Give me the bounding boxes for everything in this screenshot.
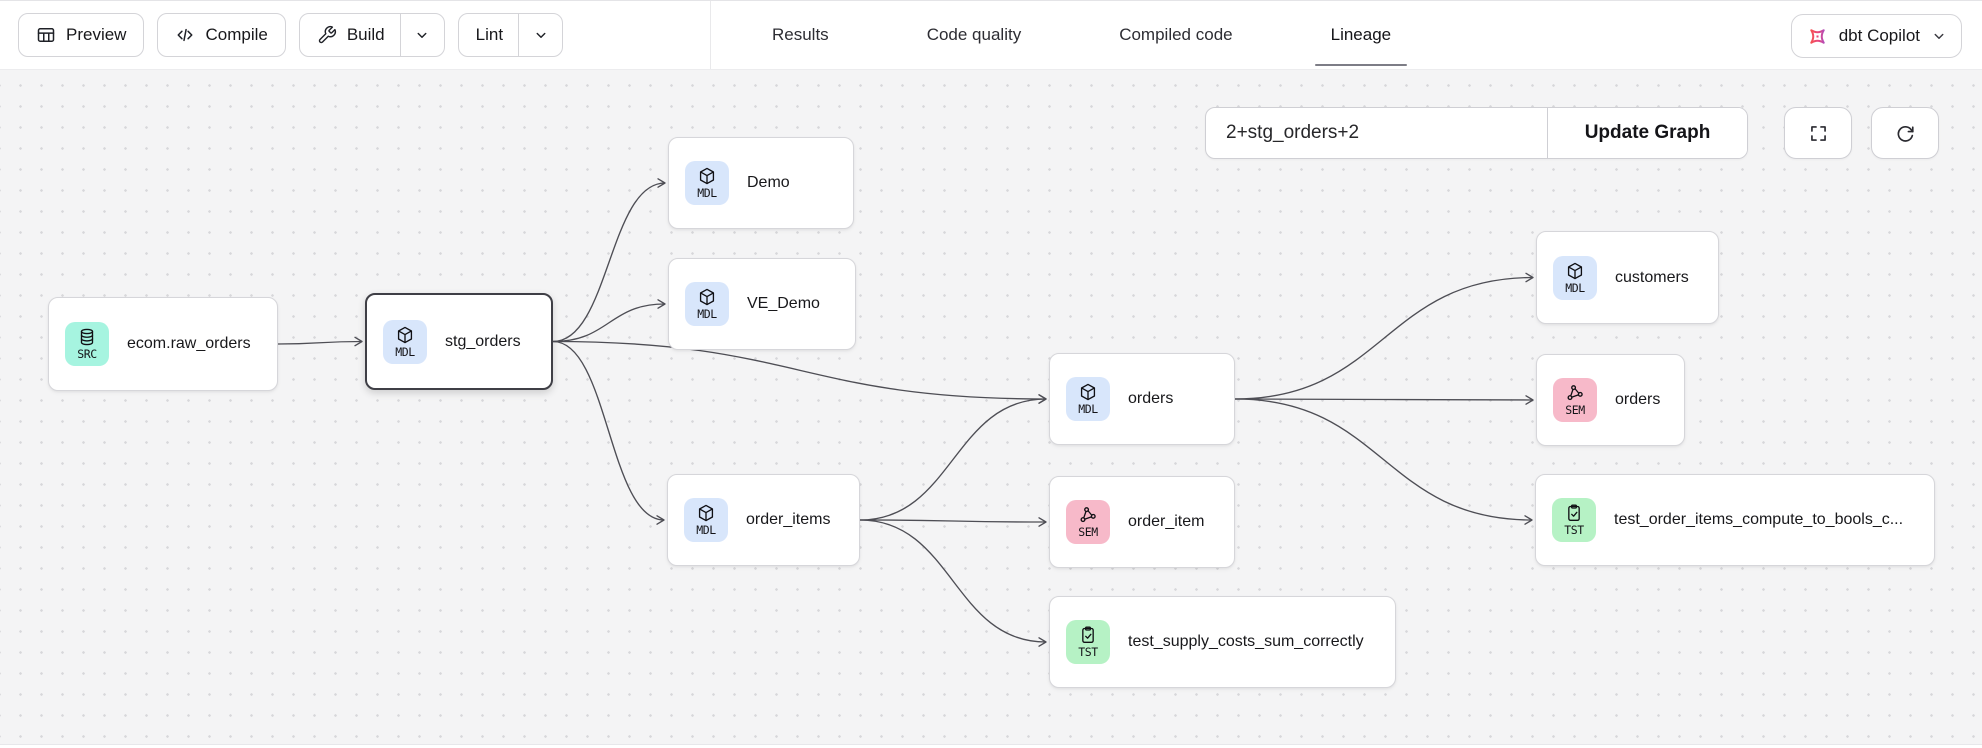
node-ve-demo[interactable]: MDL VE_Demo (668, 258, 856, 350)
edge-orders-mdl-to-orders-sem (1234, 395, 1534, 405)
cube-icon: MDL (685, 161, 729, 205)
node-label: orders (1128, 390, 1174, 407)
build-dropdown-button[interactable] (399, 14, 444, 56)
tab-lineage[interactable]: Lineage (1314, 1, 1408, 69)
clipboard-check-icon: TST (1066, 620, 1110, 664)
edge-order-items-to-test-supply-costs (859, 519, 1047, 647)
edge-orders-mdl-to-test-order-items (1234, 398, 1533, 525)
node-type-code: MDL (1565, 280, 1585, 295)
dbt-copilot-button[interactable]: dbt Copilot (1790, 14, 1962, 58)
wrench-icon (318, 25, 336, 44)
model-selector-group: Update Graph (1205, 107, 1748, 159)
fullscreen-button[interactable] (1784, 107, 1852, 159)
node-orders-sem[interactable]: SEM orders (1536, 354, 1685, 446)
node-type-code: MDL (697, 307, 717, 322)
node-label: order_item (1128, 513, 1205, 530)
node-type-code: MDL (395, 344, 415, 359)
cube-icon: MDL (684, 498, 728, 542)
node-ecom-raw-orders[interactable]: SRC ecom.raw_orders (48, 297, 278, 391)
cube-icon: MDL (1066, 377, 1110, 421)
node-type-code: MDL (697, 186, 717, 201)
model-selector-input[interactable] (1206, 108, 1547, 158)
node-order-items[interactable]: MDL order_items (667, 474, 860, 566)
node-stg-orders[interactable]: MDL stg_orders (365, 293, 553, 390)
node-type-code: TST (1564, 523, 1584, 538)
node-orders-mdl[interactable]: MDL orders (1049, 353, 1235, 445)
lint-button[interactable]: Lint (459, 14, 518, 56)
chevron-down-icon (1934, 33, 1944, 39)
semantic-graph-icon: SEM (1553, 378, 1597, 422)
node-type-code: TST (1078, 645, 1098, 660)
preview-button-label: Preview (66, 25, 127, 44)
edge-stg-orders-to-demo (552, 178, 666, 343)
dbt-copilot-label: dbt Copilot (1838, 26, 1920, 45)
tab-code-quality[interactable]: Code quality (926, 25, 1022, 44)
node-test-supply-costs[interactable]: TST test_supply_costs_sum_correctly (1049, 596, 1396, 688)
result-tabs: Results Code quality Compiled code Linea… (756, 1, 1407, 69)
chevron-down-icon (417, 32, 427, 38)
edge-order-items-to-order-item-sem (859, 517, 1047, 527)
edge-orders-mdl-to-customers (1234, 272, 1534, 400)
node-label: order_items (746, 511, 831, 528)
tab-results[interactable]: Results (772, 25, 829, 44)
dbt-copilot-icon (1809, 28, 1825, 44)
refresh-button[interactable] (1871, 107, 1939, 159)
action-button-row: Preview Compile Build (18, 13, 564, 57)
lint-button-label: Lint (475, 25, 504, 44)
node-label: test_supply_costs_sum_correctly (1128, 633, 1364, 650)
node-type-code: SEM (1565, 403, 1585, 418)
node-type-code: SEM (1078, 525, 1098, 540)
tab-compiled-code[interactable]: Compiled code (1119, 25, 1233, 44)
node-label: test_order_items_compute_to_bools_c... (1614, 511, 1904, 528)
edge-stg-orders-to-order-items (552, 340, 665, 525)
compile-button[interactable]: Compile (157, 13, 286, 57)
edge-ecom-raw-orders-to-stg-orders (277, 336, 363, 347)
lint-dropdown-button[interactable] (518, 14, 562, 56)
lint-split-button: Lint (457, 13, 564, 57)
refresh-icon (1897, 125, 1914, 142)
update-graph-button[interactable]: Update Graph (1547, 108, 1747, 158)
toolbar: Preview Compile Build (0, 0, 1982, 70)
code-icon (177, 28, 193, 42)
node-label: ecom.raw_orders (127, 335, 251, 352)
cube-icon: MDL (383, 319, 427, 364)
semantic-graph-icon: SEM (1066, 500, 1110, 544)
build-button-label: Build (346, 25, 385, 44)
node-label: orders (1615, 391, 1661, 408)
cube-icon: MDL (685, 282, 729, 326)
build-split-button: Build (298, 13, 445, 57)
build-button[interactable]: Build (300, 14, 400, 56)
node-type-code: MDL (696, 523, 716, 538)
node-label: VE_Demo (747, 295, 820, 312)
panel-bottom-edge (0, 744, 1982, 748)
clipboard-check-icon: TST (1552, 498, 1596, 542)
edges-layer (277, 178, 1534, 647)
edge-stg-orders-to-ve-demo (552, 299, 666, 343)
database-icon: SRC (65, 322, 109, 366)
node-type-code: SRC (77, 347, 97, 362)
node-demo[interactable]: MDL Demo (668, 137, 854, 229)
fullscreen-icon (1810, 125, 1826, 141)
toolbar-divider (710, 1, 711, 69)
edge-stg-orders-to-orders-mdl (552, 340, 1047, 404)
table-icon (37, 28, 55, 42)
cube-icon: MDL (1553, 255, 1597, 300)
node-type-code: MDL (1078, 402, 1098, 417)
node-test-order-items[interactable]: TST test_order_items_compute_to_bools_c..… (1535, 474, 1935, 566)
node-order-item-sem[interactable]: SEM order_item (1049, 476, 1235, 568)
node-label: customers (1615, 268, 1689, 286)
node-label: stg_orders (445, 332, 521, 350)
preview-button[interactable]: Preview (18, 13, 145, 57)
compile-button-label: Compile (205, 25, 268, 44)
node-customers[interactable]: MDL customers (1536, 231, 1719, 324)
node-label: Demo (747, 174, 790, 191)
chevron-down-icon (536, 32, 546, 38)
edge-order-items-to-orders-mdl (859, 394, 1047, 521)
